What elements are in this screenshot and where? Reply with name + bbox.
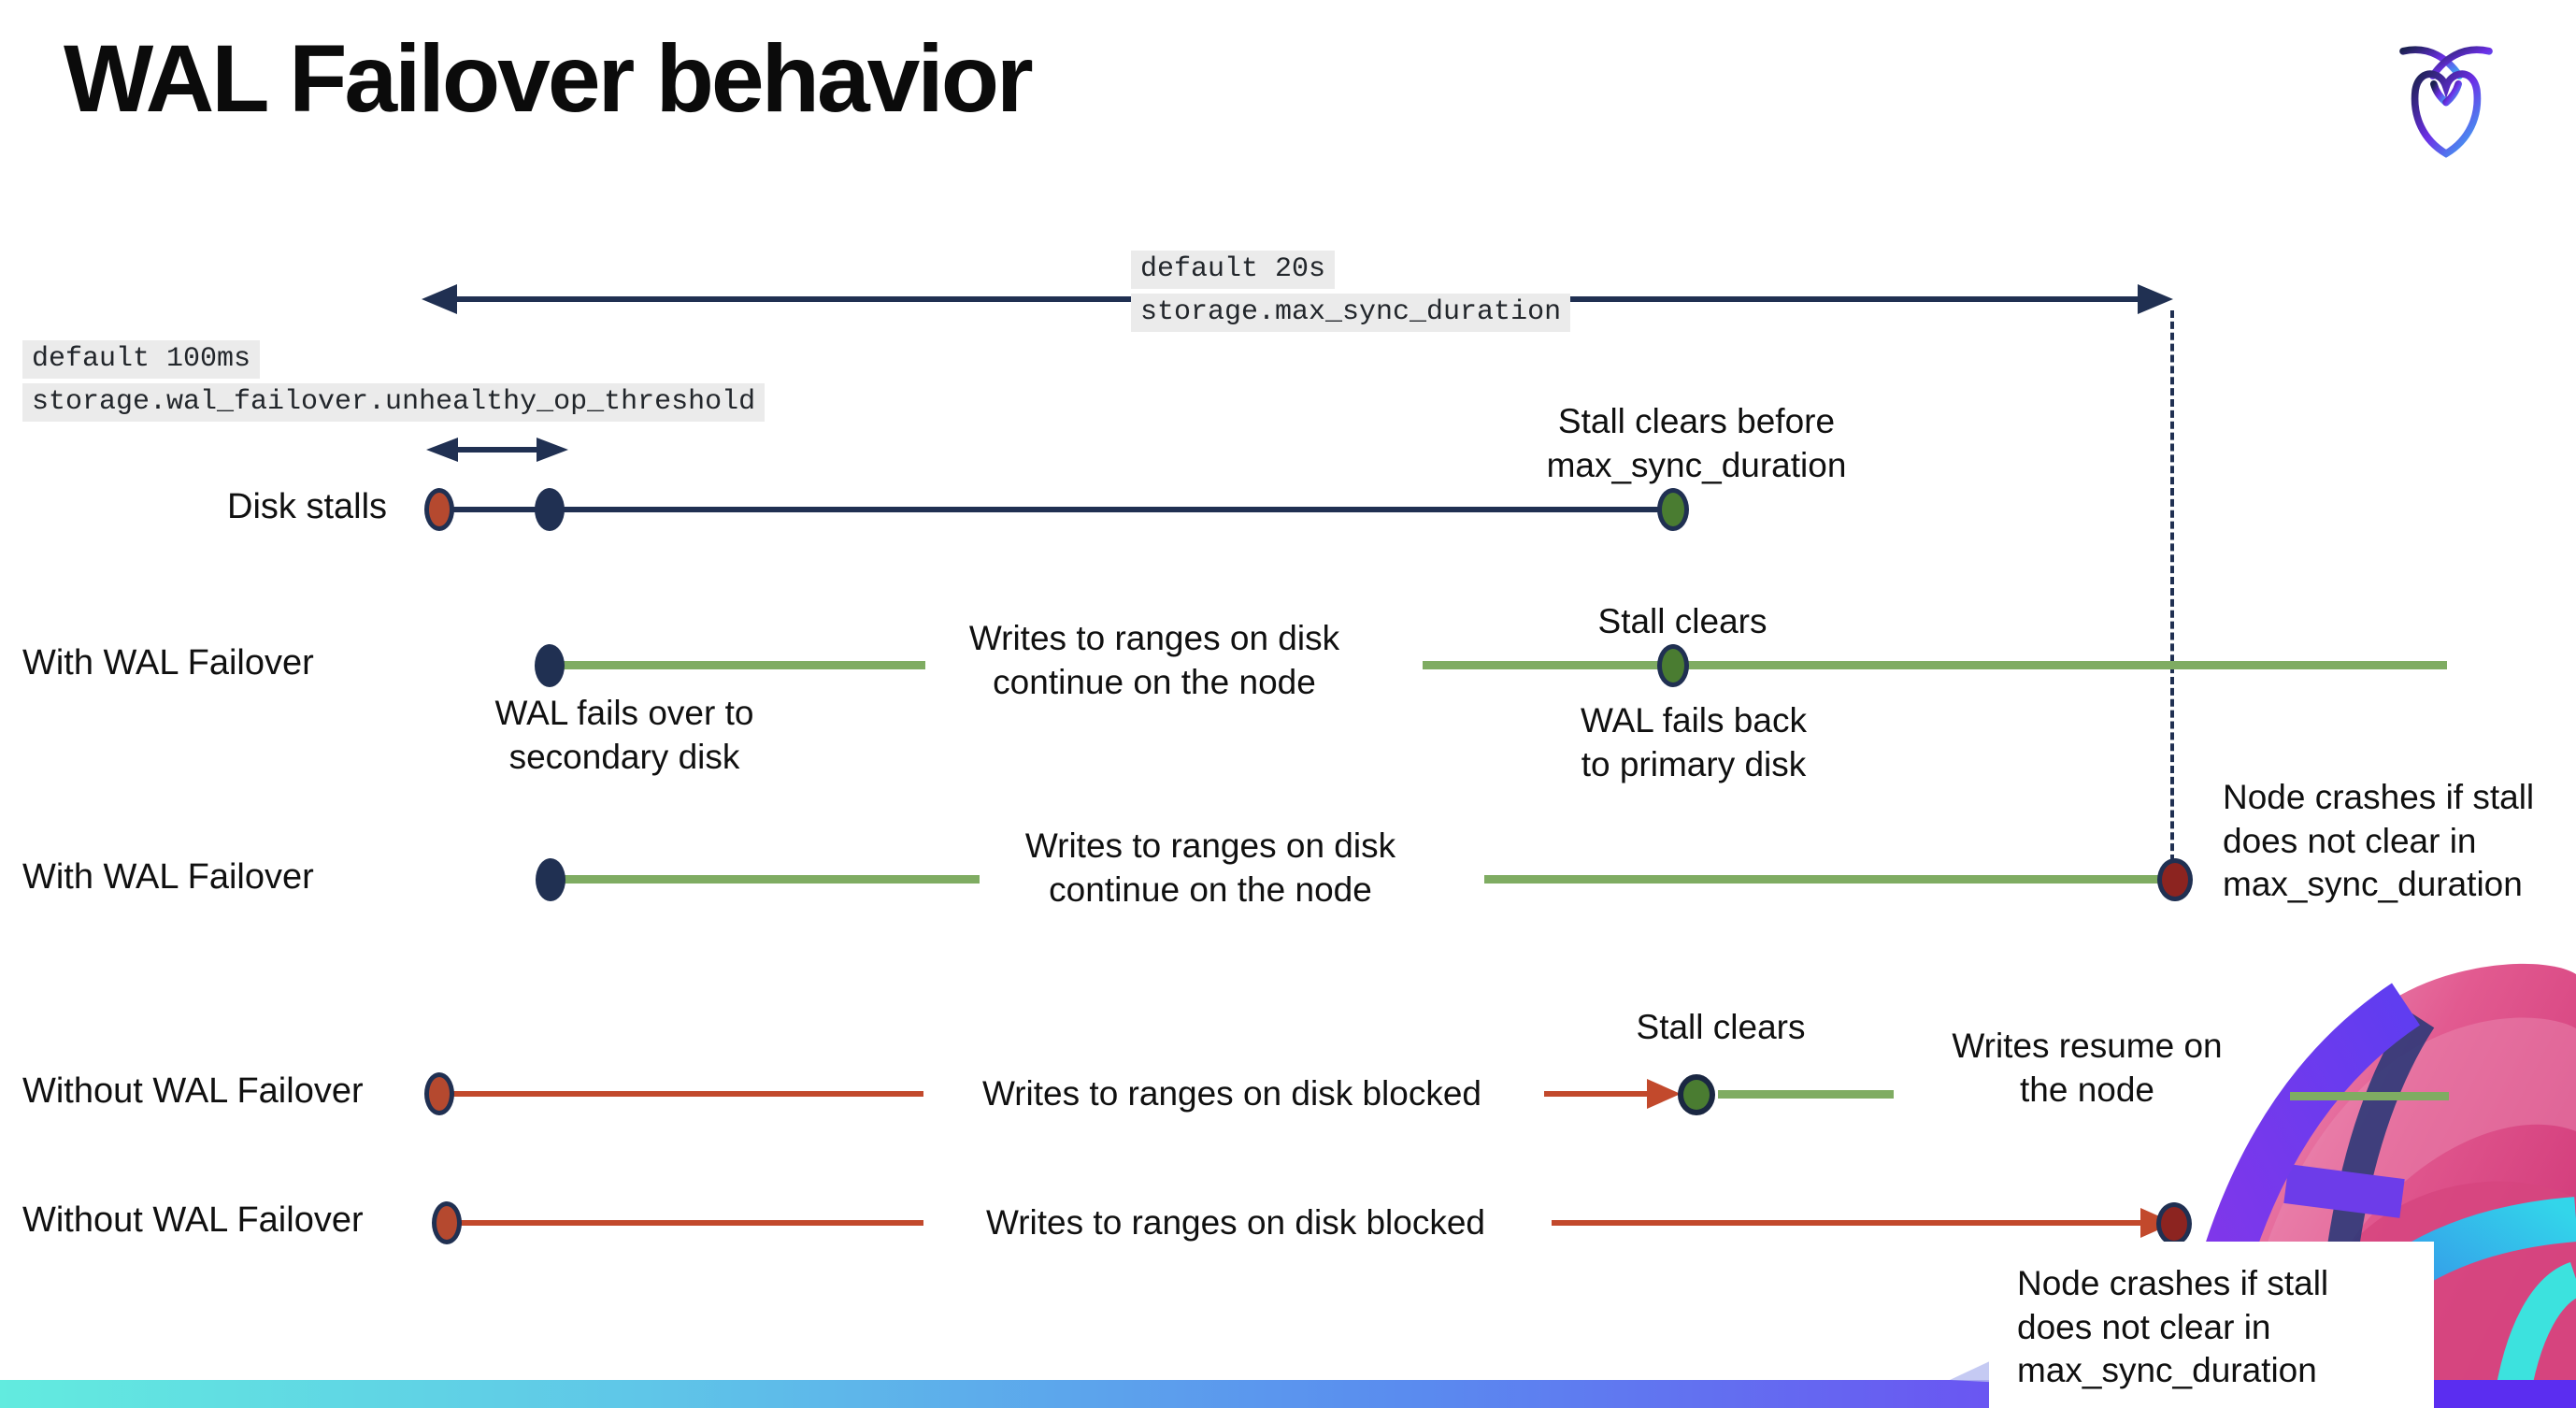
disk-stall-start-dot — [424, 488, 454, 531]
writes-blocked-arrow-head-icon-1 — [1647, 1079, 1681, 1109]
writes-continue-line-2 — [1423, 661, 2447, 669]
threshold-arrow-line — [458, 447, 537, 453]
row-label-disk-stalls: Disk stalls — [227, 487, 388, 526]
stall-clears-before-note: Stall clears before max_sync_duration — [1546, 402, 1847, 484]
node-crashes-callout-box: Node crashes if stall does not clear in … — [1989, 1242, 2434, 1408]
stall-clears-note-1: Stall clears — [1597, 602, 1767, 640]
writes-resume-line-2 — [2290, 1092, 2449, 1100]
wal-fails-back-note: WAL fails back to primary disk — [1581, 701, 1807, 783]
writes-continue-line-1 — [561, 661, 925, 669]
writes-blocked-arrow-line-2 — [1552, 1220, 2140, 1226]
writes-continue-note-2: Writes to ranges on disk continue on the… — [1024, 826, 1396, 909]
row-label-with-wal-failover-1: With WAL Failover — [22, 643, 314, 682]
max-sync-setting-label: storage.max_sync_duration — [1131, 294, 1571, 332]
writes-blocked-line-1 — [452, 1091, 923, 1097]
writes-resume-note: Writes resume on the node — [1952, 1027, 2223, 1109]
writes-continue-line-3 — [562, 875, 980, 884]
wal-failover-dot — [535, 644, 565, 687]
node-crash-dot-1 — [2157, 858, 2193, 901]
page-title: WAL Failover behavior — [64, 25, 1034, 132]
writes-resume-line-1 — [1718, 1090, 1894, 1099]
writes-continue-line-4 — [1484, 875, 2170, 884]
threshold-setting-label: storage.wal_failover.unhealthy_op_thresh… — [22, 383, 766, 422]
failover-threshold-dot — [535, 488, 565, 531]
writes-blocked-note-2: Writes to ranges on disk blocked — [985, 1203, 1486, 1242]
stall-clears-dot — [1657, 488, 1689, 531]
writes-blocked-arrow-line-1 — [1544, 1091, 1647, 1097]
threshold-arrow-right-head-icon — [537, 438, 568, 462]
wal-failover-dot-2 — [536, 858, 565, 901]
row-label-without-wal-failover-1: Without WAL Failover — [22, 1071, 364, 1111]
node-crashes-note-2: Node crashes if stall does not clear in … — [2017, 1264, 2329, 1390]
threshold-default-label: default 100ms — [22, 340, 261, 379]
stall-start-dot-3 — [432, 1201, 462, 1244]
node-crashes-note-1: Node crashes if stall does not clear in … — [2223, 778, 2535, 904]
failback-dot — [1657, 644, 1689, 687]
disk-stall-timeline — [437, 507, 1673, 512]
row-label-with-wal-failover-2: With WAL Failover — [22, 857, 314, 897]
threshold-arrow-left-head-icon — [426, 438, 458, 462]
writes-continue-note-1: Writes to ranges on disk continue on the… — [968, 619, 1340, 701]
wal-fails-over-note: WAL fails over to secondary disk — [494, 694, 754, 776]
row-label-without-wal-failover-2: Without WAL Failover — [22, 1200, 364, 1240]
stall-clears-note-2: Stall clears — [1636, 1008, 1806, 1046]
cockroachdb-logo-icon — [2399, 46, 2493, 158]
stall-clears-dot-2 — [1678, 1074, 1715, 1115]
node-crash-dot-2 — [2156, 1202, 2192, 1245]
writes-blocked-note-1: Writes to ranges on disk blocked — [981, 1074, 1482, 1113]
writes-blocked-line-2 — [460, 1220, 923, 1226]
max-sync-deadline-dashed-line — [2170, 310, 2174, 862]
max-sync-arrow-right-head-icon — [2138, 284, 2173, 314]
max-sync-arrow-left-head-icon — [422, 284, 457, 314]
max-sync-default-label: default 20s — [1131, 251, 1336, 289]
stall-start-dot-2 — [424, 1072, 454, 1115]
